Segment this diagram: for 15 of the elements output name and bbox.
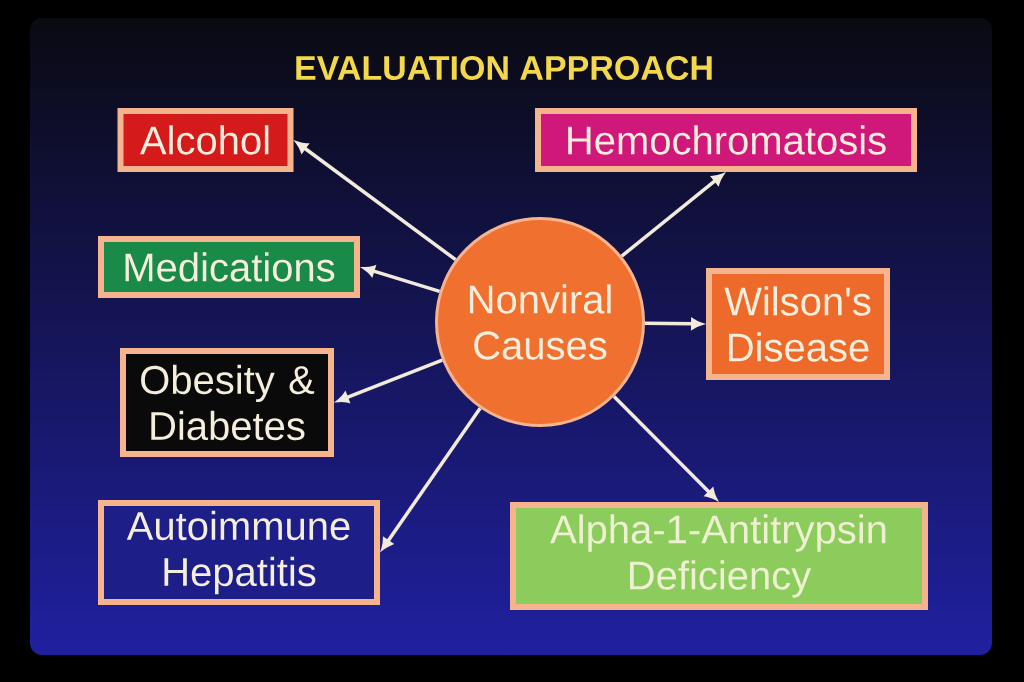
cause-box: Autoimmune Hepatitis <box>98 500 380 605</box>
cause-box: Hemochromatosis <box>535 108 917 172</box>
arrow <box>612 395 717 500</box>
arrow <box>620 173 724 258</box>
cause-box: Alpha-1-Antitrypsin Deficiency <box>510 502 928 610</box>
arrow <box>337 358 443 403</box>
arrow <box>363 265 441 293</box>
cause-box: Obesity & Diabetes <box>120 348 334 457</box>
cause-box: Alcohol <box>117 108 294 172</box>
arrow <box>296 141 457 262</box>
cause-box: Wilson's Disease <box>706 268 890 380</box>
title: EVALUATION APPROACH <box>296 55 712 81</box>
arrow <box>381 407 482 550</box>
arrow <box>645 318 703 330</box>
cause-box: Medications <box>98 236 360 298</box>
